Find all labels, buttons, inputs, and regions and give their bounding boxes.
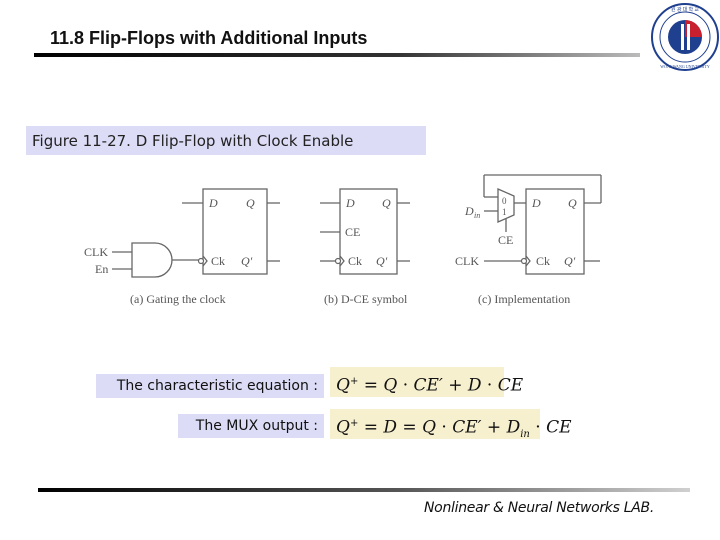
a-d-label: D <box>208 196 218 210</box>
b-d-label: D <box>345 196 355 210</box>
lab-footer: Nonlinear & Neural Networks LAB. <box>424 500 654 516</box>
university-logo: 원 광 대 학 교 WONKWANG UNIVERSITY <box>651 3 719 71</box>
mux-1-label: 1 <box>502 207 507 217</box>
c-d-label: D <box>531 196 541 210</box>
c-ck-label: Ck <box>536 254 550 268</box>
c-qbar-label: Q′ <box>564 254 576 268</box>
figure-caption: Figure 11-27. D Flip-Flop with Clock Ena… <box>26 126 426 155</box>
b-qbar-label: Q′ <box>376 254 388 268</box>
a-caption: (a) Gating the clock <box>130 292 226 306</box>
c-q-label: Q <box>568 196 577 210</box>
slide-title: 11.8 Flip-Flops with Additional Inputs <box>50 28 368 48</box>
a-q-label: Q <box>246 196 255 210</box>
a-qbar-label: Q′ <box>241 254 253 268</box>
mux-output-equation: Q+ = D = Q · CE′ + Din · CE <box>330 409 572 440</box>
mux-0-label: 0 <box>502 196 507 206</box>
footer-divider <box>38 488 690 492</box>
ff-a-box <box>202 188 268 275</box>
b-ck-label: Ck <box>348 254 362 268</box>
svg-text:WONKWANG UNIVERSITY: WONKWANG UNIVERSITY <box>660 64 710 69</box>
b-ce-label: CE <box>345 225 360 239</box>
and-gate <box>131 242 173 278</box>
a-ck-label: Ck <box>211 254 225 268</box>
c-din-label: D <box>464 204 474 218</box>
characteristic-equation: Q+ = Q · CE′ + D · CE <box>330 367 523 397</box>
a-en-label: En <box>95 262 108 276</box>
characteristic-equation-label: The characteristic equation : <box>96 374 324 398</box>
c-ce-label: CE <box>498 233 513 247</box>
b-caption: (b) D-CE symbol <box>324 292 408 306</box>
mux-output-label: The MUX output : <box>178 414 324 438</box>
c-din-sub: in <box>474 211 480 220</box>
svg-text:원 광 대 학 교: 원 광 대 학 교 <box>671 6 699 13</box>
b-q-label: Q <box>382 196 391 210</box>
ff-c-box <box>525 188 585 275</box>
a-clk-label: CLK <box>84 245 108 259</box>
title-divider <box>34 53 640 57</box>
c-clk-label: CLK <box>455 254 479 268</box>
c-caption: (c) Implementation <box>478 292 570 306</box>
